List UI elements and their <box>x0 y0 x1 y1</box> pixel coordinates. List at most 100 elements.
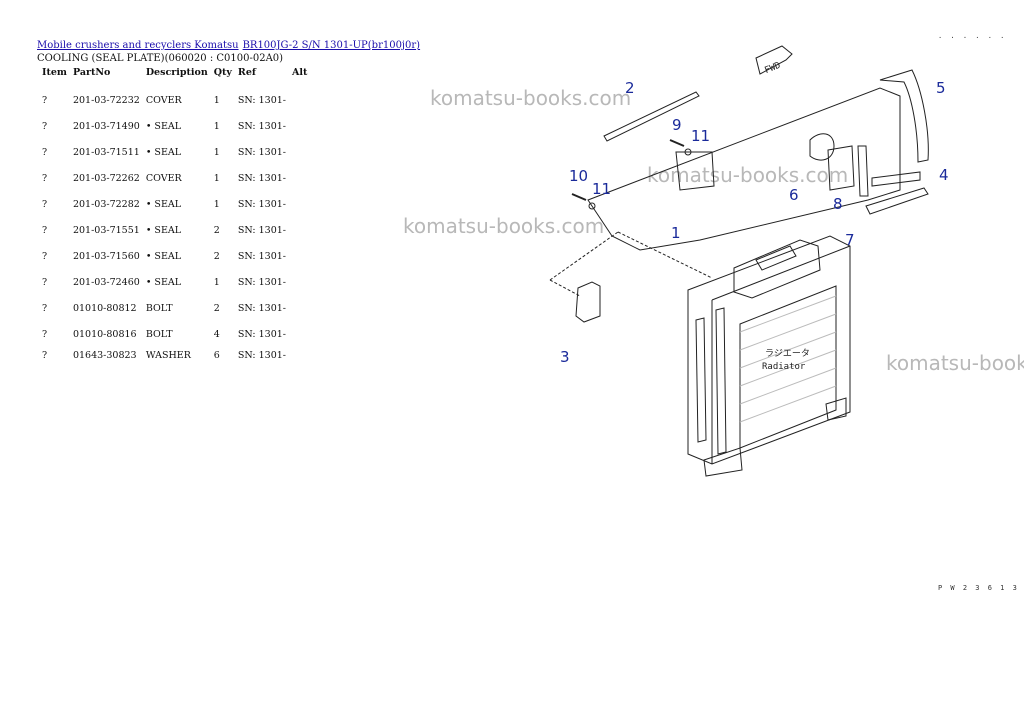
watermark: komatsu-books.com <box>403 214 605 238</box>
cell-description: • SEAL <box>145 198 182 210</box>
cell-qty: 6 <box>213 349 220 361</box>
page-subtitle: COOLING (SEAL PLATE)(060020 : C0100-02A0… <box>37 53 284 64</box>
cell-qty: 1 <box>213 94 220 106</box>
cell-item: ? <box>42 302 48 314</box>
cell-description: • SEAL <box>145 146 182 158</box>
cell-partno: 201-03-72262 <box>72 172 140 184</box>
cell-qty: 2 <box>213 224 220 236</box>
cell-description: COVER <box>145 172 182 184</box>
drawing-code-bottom: P W 2 3 6 1 3 <box>938 584 1019 592</box>
cell-item: ? <box>42 328 48 340</box>
seal-part-6 <box>827 145 855 191</box>
table-row: ? 201-03-71551 • SEAL 2 SN: 1301- <box>37 217 315 243</box>
table-row: ? 01643-30823 WASHER 6 SN: 1301- <box>37 347 315 363</box>
callout-1: 1 <box>671 224 681 242</box>
seal-block-part-3 <box>575 281 601 323</box>
cell-item: ? <box>42 224 48 236</box>
callout-10: 10 <box>569 167 588 185</box>
seal-strip-part-2 <box>603 91 700 142</box>
cell-ref: SN: 1301- <box>237 198 287 210</box>
cell-qty: 4 <box>213 328 220 340</box>
breadcrumb-link-manufacturer[interactable]: Mobile crushers and recyclers Komatsu <box>37 40 239 51</box>
cell-description: BOLT <box>145 302 173 314</box>
cell-partno: 201-03-71551 <box>72 224 140 236</box>
seal-part-8 <box>857 145 869 197</box>
seal-part-7 <box>865 187 929 215</box>
callout-2: 2 <box>625 79 635 97</box>
col-partno-header: PartNo <box>72 67 111 78</box>
cell-item: ? <box>42 349 48 361</box>
leader-line <box>617 231 713 279</box>
breadcrumb-link-model[interactable]: BR100JG-2 S/N 1301-UP(br100j0r) <box>242 40 421 51</box>
cell-ref: SN: 1301- <box>237 120 287 132</box>
leader-line <box>549 279 581 297</box>
cell-item: ? <box>42 250 48 262</box>
cell-description: BOLT <box>145 328 173 340</box>
seal-part-5 <box>879 69 929 163</box>
drawing-code-top: · · · · · · <box>938 34 1007 42</box>
cell-partno: 01010-80816 <box>72 328 137 340</box>
radiator <box>687 235 851 477</box>
cell-item: ? <box>42 94 48 106</box>
col-qty-header: Qty <box>213 67 232 78</box>
cell-ref: SN: 1301- <box>237 302 287 314</box>
bolt-part-10 <box>571 193 587 201</box>
radiator-label-jp: ラジエータ <box>765 348 810 359</box>
table-row: ? 201-03-72262 COVER 1 SN: 1301- <box>37 165 315 191</box>
cell-partno: 201-03-72232 <box>72 94 140 106</box>
cell-ref: SN: 1301- <box>237 172 287 184</box>
cell-item: ? <box>42 172 48 184</box>
callout-5: 5 <box>936 79 946 97</box>
cell-qty: 2 <box>213 250 220 262</box>
watermark: komatsu-books.com <box>430 86 632 110</box>
leader-line <box>549 231 619 281</box>
cell-partno: 201-03-71490 <box>72 120 140 132</box>
cell-qty: 1 <box>213 172 220 184</box>
col-description-header: Description <box>145 67 208 78</box>
fwd-arrow-icon <box>755 45 793 75</box>
cell-description: COVER <box>145 94 182 106</box>
col-item-header: Item <box>42 67 67 78</box>
cell-partno: 201-03-72282 <box>72 198 140 210</box>
cover-part-1 <box>587 87 901 251</box>
callout-11b: 11 <box>691 127 710 145</box>
cell-partno: 201-03-71560 <box>72 250 140 262</box>
cell-ref: SN: 1301- <box>237 94 287 106</box>
watermark: komatsu-books.com <box>647 163 849 187</box>
cell-qty: 1 <box>213 120 220 132</box>
callout-7: 7 <box>845 231 855 249</box>
cover-hole <box>809 133 835 161</box>
watermark: komatsu-books.com <box>886 351 1024 375</box>
bracket-plate <box>675 151 715 191</box>
cell-qty: 1 <box>213 198 220 210</box>
cell-description: WASHER <box>145 349 191 361</box>
col-alt-header: Alt <box>292 67 308 78</box>
cell-partno: 201-03-71511 <box>72 146 140 158</box>
callout-8: 8 <box>833 195 843 213</box>
cell-ref: SN: 1301- <box>237 224 287 236</box>
radiator-label-en: Radiator <box>762 362 806 372</box>
parts-table: Item PartNo Description Qty Ref Alt ?201… <box>37 65 315 363</box>
cell-qty: 2 <box>213 302 220 314</box>
seal-part-4 <box>871 171 921 187</box>
washer-part-11b <box>684 148 692 156</box>
cell-ref: SN: 1301- <box>237 349 287 361</box>
callout-4: 4 <box>939 166 949 184</box>
fwd-label: FWD <box>763 61 782 76</box>
cell-partno: 01643-30823 <box>72 349 137 361</box>
table-header-row: Item PartNo Description Qty Ref Alt <box>37 65 315 87</box>
washer-part-11 <box>588 202 596 210</box>
cell-qty: 1 <box>213 276 220 288</box>
callout-6: 6 <box>789 186 799 204</box>
cell-description: • SEAL <box>145 224 182 236</box>
callout-11: 11 <box>592 180 611 198</box>
